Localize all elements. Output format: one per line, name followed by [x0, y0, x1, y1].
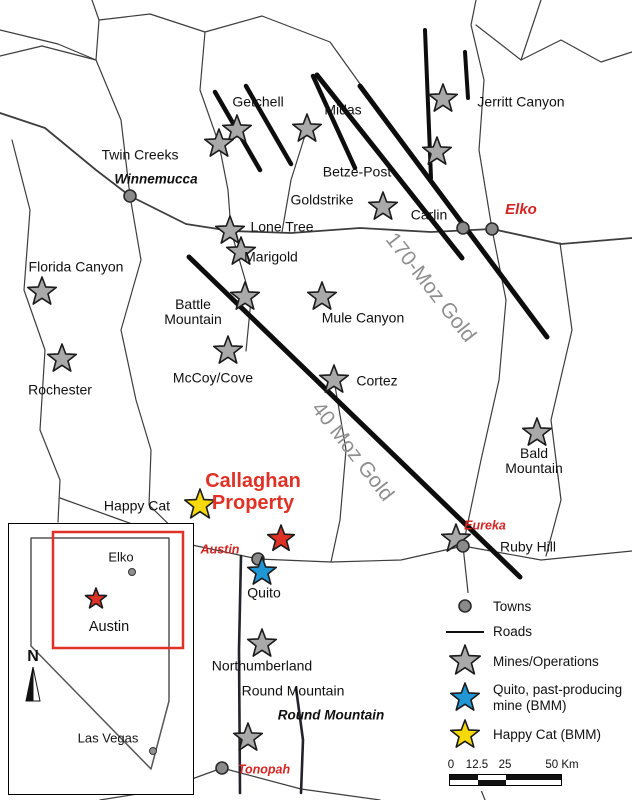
- mine-star-marigold: [225, 236, 257, 265]
- inset-elko-dot: [128, 568, 136, 576]
- legend-roads-label: Roads: [493, 624, 533, 639]
- scale-25: 25: [498, 759, 512, 771]
- happy-cat-star: [184, 488, 216, 519]
- legend-row-towns: Towns: [441, 593, 631, 619]
- town-dot-carlin: [456, 221, 470, 235]
- road-icon: [446, 630, 484, 633]
- legend-row-mines: Mines/Operations: [441, 644, 631, 678]
- scale-bar-graphic: [449, 774, 562, 786]
- mines-star-icon: [448, 644, 482, 675]
- legend-row-roads: Roads: [441, 619, 631, 644]
- inset-north-label: N: [27, 648, 39, 665]
- town-dot-tonopah: [215, 761, 229, 775]
- scale-50: 50 Km: [545, 759, 579, 771]
- legend: Towns Roads Mines/Operations Quito, past…: [441, 593, 631, 791]
- mine-star-northumberland: [246, 628, 278, 657]
- mine-star-goldstrike: [367, 191, 399, 220]
- gold-trend-lines: [186, 28, 550, 580]
- legend-happycat-label: Happy Cat (BMM): [493, 727, 602, 742]
- mine-star-rochester: [46, 343, 78, 372]
- nevada-outline: [30, 537, 170, 770]
- happycat-star-icon: [449, 718, 481, 748]
- legend-row-happycat: Happy Cat (BMM): [441, 718, 631, 751]
- scale-12: 12.5: [465, 759, 489, 771]
- scale-labels: 0 12.5 25 50 Km: [447, 759, 631, 772]
- inset-extent-rect: [51, 530, 185, 650]
- mine-star-round-mountain: [232, 722, 264, 751]
- quito-star: [246, 556, 278, 585]
- north-arrow-right: [32, 666, 41, 702]
- inset-austin-star: [84, 587, 108, 609]
- mine-star-battle-mountain: [229, 281, 261, 310]
- mine-star-marker: [421, 136, 453, 165]
- mine-star-lone-tree: [214, 215, 246, 244]
- town-dot-elko: [485, 222, 499, 236]
- callaghan-property-star: [266, 524, 296, 552]
- mines-star-icon: [448, 644, 482, 675]
- legend-towns-label: Towns: [493, 598, 532, 614]
- mine-star-ruby-hill: [440, 523, 472, 552]
- town-dot-icon: [458, 599, 472, 613]
- inset-lasvegas-label: Las Vegas: [77, 730, 139, 746]
- mine-star-twin-creeks: [203, 128, 235, 157]
- happycat-star-icon: [449, 718, 481, 748]
- legend-mines-label: Mines/Operations: [493, 653, 599, 669]
- quito-star-icon: [449, 682, 481, 711]
- mine-star-getchell: [221, 114, 253, 143]
- mine-star-bald-mountain: [521, 417, 553, 446]
- town-dot-winnemucca: [123, 189, 137, 203]
- legend-quito-label: Quito, past-producing mine (BMM): [493, 682, 623, 713]
- town-dot-eureka: [456, 539, 470, 553]
- mine-star-cortez: [318, 364, 350, 393]
- mine-star-jerritt-canyon: [427, 83, 459, 112]
- inset-elko-label: Elko: [108, 549, 134, 565]
- inset-map: Elko Austin Las Vegas N: [8, 523, 194, 795]
- inset-nevada-svg: [25, 530, 185, 770]
- quito-star-icon: [449, 682, 481, 711]
- scale-bar: 0 12.5 25 50 Km: [447, 759, 631, 791]
- scale-0: 0: [447, 759, 455, 771]
- legend-row-quito: Quito, past-producing mine (BMM): [441, 678, 631, 718]
- mine-star-mccoy-cove: [212, 335, 244, 364]
- mine-star-midas: [291, 113, 323, 142]
- inset-lasvegas-dot: [149, 747, 157, 755]
- mine-star-mule-canyon: [306, 281, 338, 310]
- inset-austin-label: Austin: [88, 619, 130, 635]
- mine-star-florida-canyon: [26, 276, 58, 305]
- north-arrow-left: [25, 666, 34, 702]
